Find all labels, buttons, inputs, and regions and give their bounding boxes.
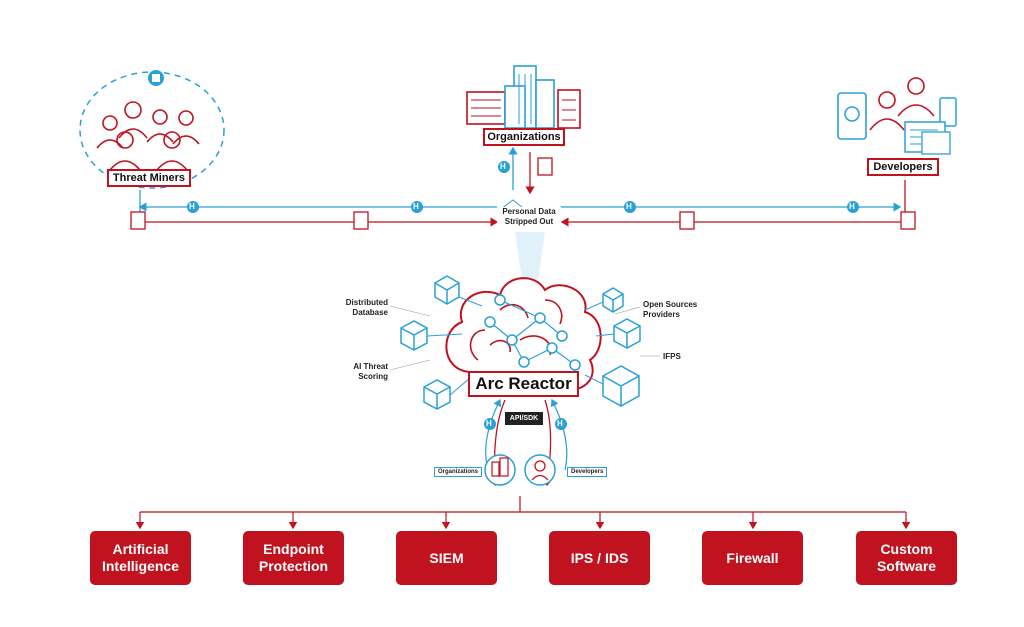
- output-ips-ids[interactable]: IPS / IDS: [549, 531, 650, 585]
- hash-badge-label: H: [626, 202, 632, 211]
- bottom-organizations-label: Organizations: [434, 467, 483, 477]
- brain-network: [445, 277, 602, 391]
- cubes: [400, 275, 641, 410]
- output-custom-software[interactable]: Custom Software: [856, 531, 957, 585]
- threat-miners-illustration: [79, 70, 225, 189]
- open-sources-label: Open Sources Providers: [643, 300, 698, 319]
- hash-badge-label: H: [849, 202, 855, 211]
- api-sdk-label: API/SDK: [505, 412, 543, 425]
- file-icons: [130, 157, 916, 230]
- hash-badge-label: H: [557, 419, 563, 428]
- hash-badge-label: H: [413, 202, 419, 211]
- output-siem[interactable]: SIEM: [396, 531, 497, 585]
- bottom-developers-label: Developers: [567, 467, 608, 477]
- developers-illustration: [837, 77, 957, 155]
- arc-reactor-label: Arc Reactor: [468, 371, 579, 397]
- output-endpoint-protection[interactable]: Endpoint Protection: [243, 531, 344, 585]
- hash-badge-label: H: [500, 162, 506, 171]
- label-leaders: [389, 305, 660, 371]
- ifps-label: IFPS: [663, 352, 681, 361]
- privacy-note: Personal Data Stripped Out: [497, 207, 561, 227]
- hash-badge-label: H: [486, 419, 492, 428]
- cube-links: [426, 296, 615, 396]
- distribution-bus: [135, 496, 911, 530]
- hash-badge-label: H: [189, 202, 195, 211]
- threat-miners-label: Threat Miners: [107, 169, 191, 187]
- organizations-illustration: [466, 65, 581, 129]
- developers-label: Developers: [867, 158, 939, 176]
- output-artificial-intelligence[interactable]: Artificial Intelligence: [90, 531, 191, 585]
- hash-badges: [187, 161, 859, 430]
- ai-threat-scoring-label: AI Threat Scoring: [353, 362, 388, 381]
- flow-lines: [138, 146, 906, 227]
- bottom-icons: [484, 454, 556, 486]
- distributed-database-label: Distributed Database: [345, 298, 388, 317]
- output-firewall[interactable]: Firewall: [702, 531, 803, 585]
- organizations-label: Organizations: [483, 128, 565, 146]
